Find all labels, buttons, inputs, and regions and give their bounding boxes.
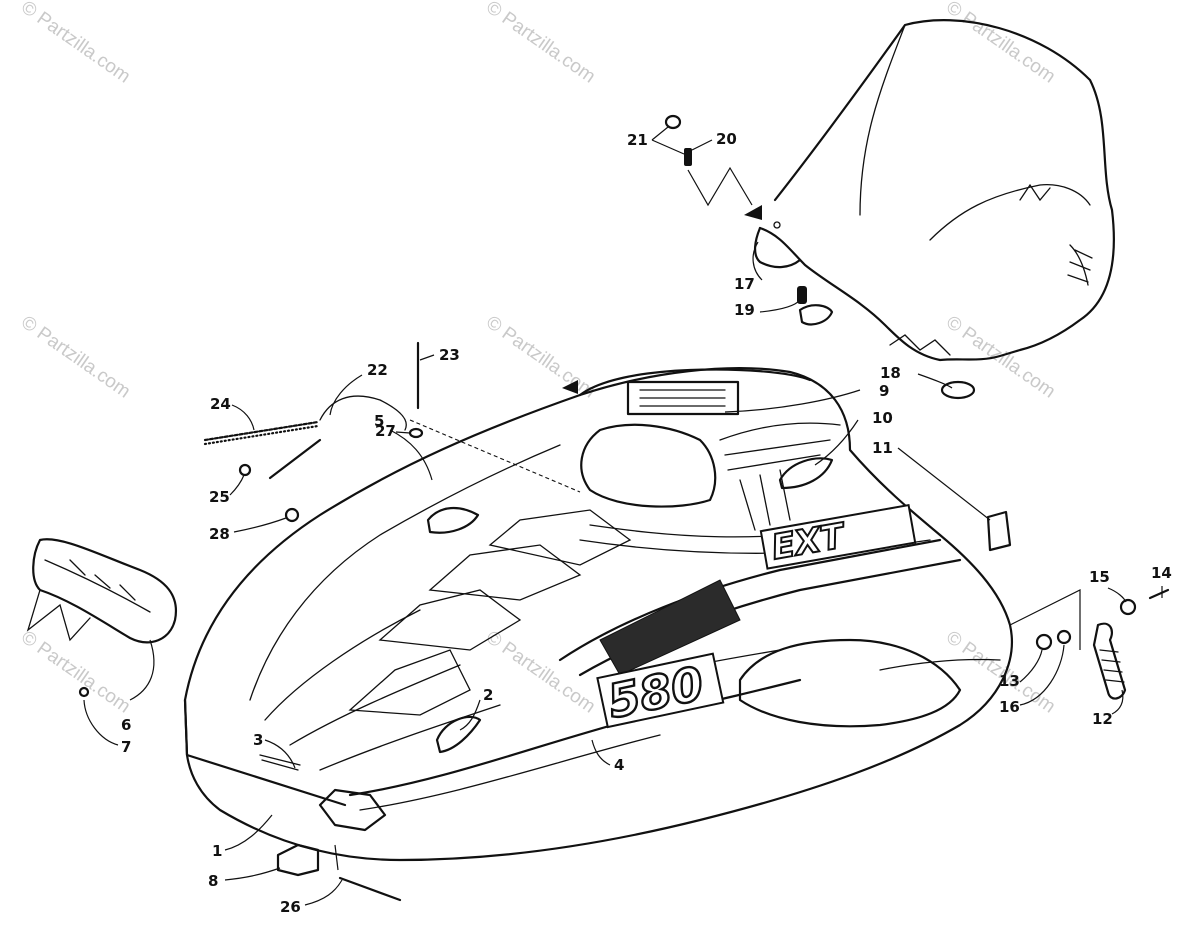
callout-label: 10 bbox=[872, 409, 893, 427]
callout-label: 21 bbox=[627, 131, 648, 149]
callouts: 1 2 3 4 5 6 7 8 9 10 11 12 13 14 15 16 1… bbox=[83, 126, 1172, 916]
front-bumper bbox=[26, 538, 178, 698]
callout-label: 4 bbox=[614, 756, 624, 774]
callout-label: 26 bbox=[280, 898, 301, 916]
watermark: © Partzilla.com bbox=[482, 0, 599, 88]
cable-bolt bbox=[238, 463, 252, 477]
callout-label: 1 bbox=[212, 842, 222, 860]
model-number-text: 580 bbox=[603, 656, 708, 729]
callout-label: 14 bbox=[1151, 564, 1172, 582]
headlight bbox=[318, 788, 387, 832]
callout-label: 19 bbox=[734, 301, 755, 319]
watermark: © Partzilla.com bbox=[17, 0, 134, 88]
callout-label: 13 bbox=[999, 672, 1020, 690]
cable-nut bbox=[284, 507, 300, 523]
580-decal: 580 bbox=[596, 652, 725, 730]
callout-label: 15 bbox=[1089, 568, 1110, 586]
watermark: © Partzilla.com bbox=[482, 312, 599, 403]
bumper-bolt bbox=[78, 686, 90, 698]
callout-label: 28 bbox=[209, 525, 230, 543]
windshield-screw bbox=[797, 286, 807, 304]
rivet bbox=[684, 148, 692, 166]
rivet-cap bbox=[664, 114, 682, 130]
ext-decal: EXT bbox=[759, 503, 917, 570]
hinge-washer bbox=[1056, 629, 1072, 645]
windshield-hardware bbox=[664, 114, 976, 400]
hood: EXT 580 bbox=[183, 367, 1013, 862]
bottom-bracket bbox=[276, 843, 402, 902]
callout-label: 23 bbox=[439, 346, 460, 364]
windshield-mount bbox=[798, 304, 834, 326]
hood-latch-hardware bbox=[203, 341, 581, 523]
callout-label: 20 bbox=[716, 130, 737, 148]
grommet bbox=[408, 427, 424, 439]
callout-label: 12 bbox=[1092, 710, 1113, 728]
hinge-handle bbox=[1092, 622, 1127, 700]
watermark: © Partzilla.com bbox=[17, 312, 134, 403]
windshield bbox=[754, 19, 1115, 362]
dash-emblem bbox=[778, 457, 834, 490]
callout-label: 17 bbox=[734, 275, 755, 293]
washer bbox=[940, 380, 976, 400]
callout-label: 24 bbox=[210, 395, 231, 413]
callout-label: 11 bbox=[872, 439, 893, 457]
side-panel-decal bbox=[986, 510, 1012, 552]
callout-label: 22 bbox=[367, 361, 388, 379]
hinge-nut bbox=[1035, 633, 1053, 651]
hood-label bbox=[626, 380, 740, 416]
callout-label: 16 bbox=[999, 698, 1020, 716]
callout-label: 18 bbox=[880, 364, 901, 382]
callout-label: 9 bbox=[879, 382, 889, 400]
callout-label: 2 bbox=[483, 686, 493, 704]
side-emblem bbox=[426, 507, 480, 534]
hinge-spacer bbox=[1119, 598, 1137, 616]
watermark: © Partzilla.com bbox=[942, 312, 1059, 403]
watermark: © Partzilla.com bbox=[17, 627, 134, 718]
watermarks: © Partzilla.com © Partzilla.com © Partzi… bbox=[17, 0, 1059, 718]
callout-label: 27 bbox=[375, 422, 396, 440]
hood-hinge-hardware bbox=[1009, 588, 1170, 700]
callout-label: 5 bbox=[374, 412, 384, 430]
callout-label: 7 bbox=[121, 738, 131, 756]
watermark: © Partzilla.com bbox=[482, 627, 599, 718]
callout-label: 8 bbox=[208, 872, 218, 890]
hood-emblem bbox=[435, 715, 482, 754]
callout-label: 3 bbox=[253, 731, 263, 749]
callout-label: 6 bbox=[121, 716, 131, 734]
callout-label: 25 bbox=[209, 488, 230, 506]
